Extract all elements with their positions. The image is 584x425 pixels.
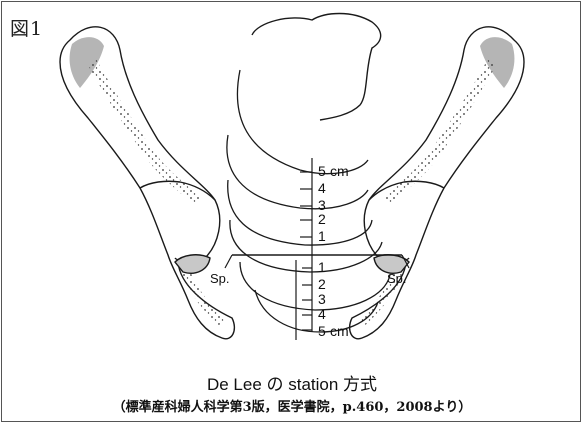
figure-label: 図1 [8,14,45,41]
station-scale [296,158,312,340]
left-pelvic-bone [60,27,234,339]
caption-source: （標準産科婦人科学第3版，医学書院，p.460，2008より） [0,396,584,415]
station-labels-above: 5 cm 4 3 2 1 [318,163,349,244]
station-below-2: 2 [318,276,326,292]
fetal-head-outline [252,14,381,121]
landmark-label-right: Sp. [387,271,407,286]
station-below-1: 1 [318,259,326,275]
station-above-5: 5 [318,163,326,179]
station-below-4: 4 [318,306,326,322]
caption-title: De Lee の station 方式 [0,370,584,395]
station-above-2: 2 [318,211,326,227]
head-position-arcs [227,70,390,332]
station-above-4: 4 [318,180,326,196]
station-below-5-unit: cm [330,323,349,339]
station-below-5: 5 [318,323,326,339]
station-below-3: 3 [318,291,326,307]
station-above-5-unit: cm [330,163,349,179]
landmark-label-left: Sp. [210,271,230,286]
station-above-1: 1 [318,228,326,244]
spine-tick-left [225,255,232,268]
right-pelvic-bone [350,27,524,339]
